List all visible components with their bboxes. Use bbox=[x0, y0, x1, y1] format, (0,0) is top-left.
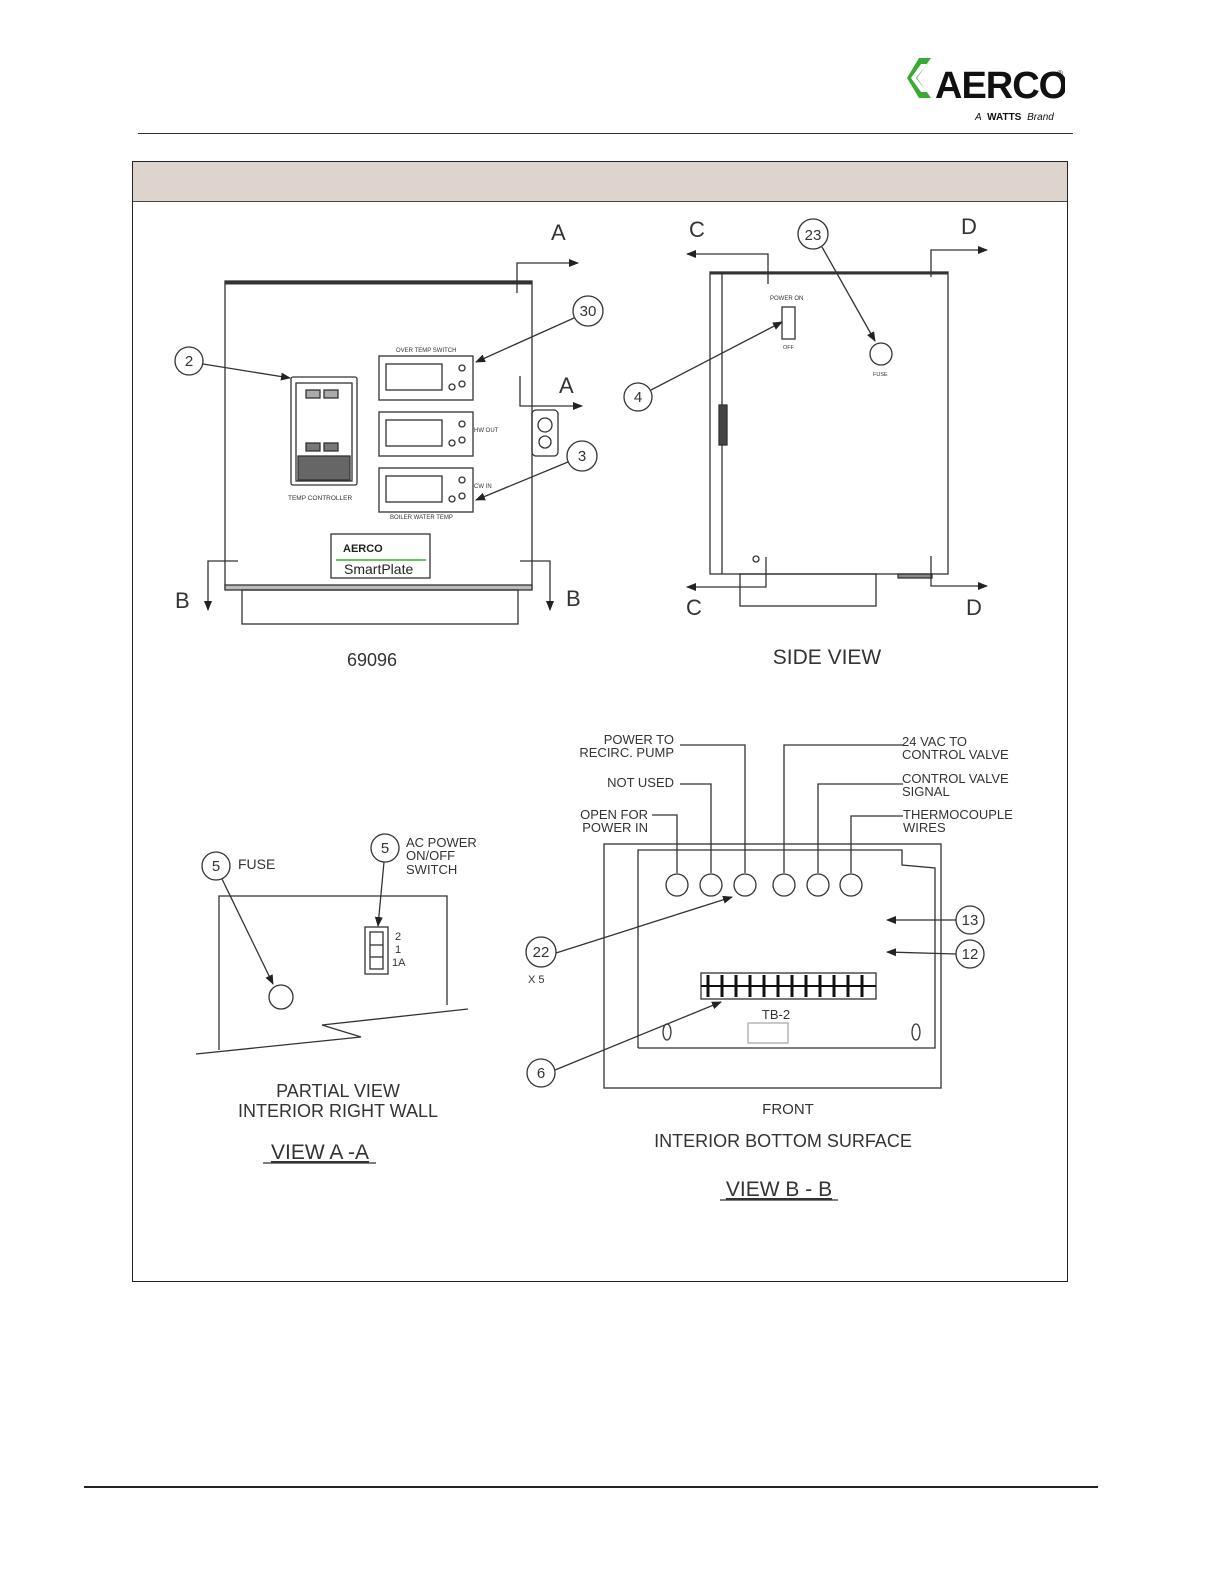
knockout-3 bbox=[733, 873, 757, 897]
switch-pos-2: 2 bbox=[395, 931, 401, 943]
callout-2: 2 bbox=[185, 353, 193, 370]
callout-5-fuse: 5 bbox=[212, 858, 220, 875]
figure-title-bar bbox=[133, 162, 1067, 202]
interior-wall-outline bbox=[218, 895, 448, 1050]
section-a-label-top: A bbox=[551, 220, 566, 245]
wall-fuse-label: FUSE bbox=[238, 856, 275, 872]
label-open-for-2: POWER IN bbox=[582, 820, 648, 835]
boiler-water-temp-label: BOILER WATER TEMP bbox=[390, 515, 453, 521]
callout-22: 22 bbox=[533, 944, 550, 961]
view-b-title: VIEW B - B bbox=[726, 1178, 832, 1201]
hw-out-label: HW OUT bbox=[474, 428, 499, 434]
view-a-caption-line-1: PARTIAL VIEW bbox=[276, 1081, 400, 1101]
view-a-title: VIEW A -A bbox=[271, 1141, 369, 1164]
callout-30: 30 bbox=[580, 303, 597, 320]
section-b-label-left: B bbox=[175, 588, 190, 613]
ac-power-switch bbox=[364, 926, 389, 975]
logo-brand: AERCO bbox=[935, 65, 1065, 107]
side-view-text: C D C D 23 4 POWER ON OFF FUSE SIDE VIEW bbox=[634, 214, 982, 669]
callout-4: 4 bbox=[634, 389, 642, 406]
callout-13: 13 bbox=[962, 912, 979, 929]
switch-label-line-3: SWITCH bbox=[406, 862, 457, 877]
svg-text:A WATTS Brand: A WATTS Brand bbox=[974, 112, 1054, 123]
switch-label-line-2: ON/OFF bbox=[406, 848, 455, 863]
wall-fuse bbox=[268, 984, 294, 1010]
smartplate-badge bbox=[330, 533, 431, 579]
switch-pos-1a: 1A bbox=[392, 957, 406, 969]
off-label: OFF bbox=[783, 345, 795, 351]
section-d-label-bottom: D bbox=[966, 595, 982, 620]
view-b-b bbox=[525, 744, 985, 1089]
logo-reg: ® bbox=[1057, 69, 1063, 78]
logo-tagline-a: A bbox=[974, 112, 982, 123]
aerco-logo-mark bbox=[907, 58, 931, 98]
logo-tagline-brand: Brand bbox=[1027, 112, 1054, 123]
knockout-5 bbox=[806, 873, 830, 897]
callout-23: 23 bbox=[805, 227, 822, 244]
view-a-a bbox=[195, 833, 469, 1055]
section-a-label-mid: A bbox=[559, 373, 574, 398]
logo-tagline-watts: WATTS bbox=[987, 112, 1022, 123]
side-fuse bbox=[869, 342, 893, 366]
knockout-4 bbox=[772, 873, 796, 897]
callout-5-switch: 5 bbox=[381, 840, 389, 857]
badge-product: SmartPlate bbox=[344, 561, 413, 577]
label-power-to-recirc-2: RECIRC. PUMP bbox=[579, 745, 674, 760]
callout-6: 6 bbox=[537, 1065, 545, 1082]
front-label: FRONT bbox=[762, 1101, 814, 1118]
figure-frame bbox=[132, 161, 1068, 1282]
side-fuse-label: FUSE bbox=[873, 372, 888, 378]
section-c-label-top: C bbox=[689, 217, 705, 242]
aerco-logo: AERCO ® A WATTS Brand bbox=[905, 54, 1068, 126]
side-view bbox=[623, 218, 988, 607]
hw-out-meter bbox=[378, 411, 474, 457]
view-a-caption-line-2: INTERIOR RIGHT WALL bbox=[238, 1101, 438, 1121]
section-d-label-top: D bbox=[961, 214, 977, 239]
knockout-1 bbox=[665, 873, 689, 897]
temp-controller-label: TEMP CONTROLLER bbox=[288, 495, 352, 502]
temp-controller bbox=[290, 376, 358, 486]
over-temp-switch bbox=[378, 355, 474, 401]
label-24vac-2: CONTROL VALVE bbox=[902, 747, 1009, 762]
label-thermocouple-1: THERMOCOUPLE bbox=[903, 807, 1013, 822]
front-view bbox=[174, 259, 604, 625]
view-b-b-text: POWER TO RECIRC. PUMP NOT USED OPEN FOR … bbox=[528, 732, 1013, 1201]
boiler-water-temp-meter bbox=[378, 467, 474, 513]
power-switch bbox=[781, 306, 796, 340]
side-enclosure bbox=[709, 271, 949, 575]
tb2-label: TB-2 bbox=[762, 1007, 790, 1022]
switch-label-line-1: AC POWER bbox=[406, 835, 477, 850]
qty-x5: X 5 bbox=[528, 974, 545, 986]
side-base bbox=[739, 573, 877, 607]
front-view-text: A A B B 2 30 3 OVER TEMP SWITCH HW OUT C… bbox=[175, 220, 596, 670]
front-base bbox=[241, 589, 519, 625]
label-thermocouple-2: WIRES bbox=[903, 820, 946, 835]
footer-rule bbox=[84, 1486, 1098, 1488]
label-power-to-recirc-1: POWER TO bbox=[604, 732, 674, 747]
label-open-for-1: OPEN FOR bbox=[580, 807, 648, 822]
bottom-outer bbox=[603, 843, 942, 1089]
label-24vac-1: 24 VAC TO bbox=[902, 734, 967, 749]
knockout-6 bbox=[839, 873, 863, 897]
label-cv-signal-1: CONTROL VALVE bbox=[902, 771, 1009, 786]
knockout-2 bbox=[699, 873, 723, 897]
side-view-caption: SIDE VIEW bbox=[773, 646, 882, 669]
section-b-label-right: B bbox=[566, 586, 581, 611]
surface-label: INTERIOR BOTTOM SURFACE bbox=[654, 1131, 912, 1151]
view-a-a-text: 5 FUSE 5 AC POWER ON/OFF SWITCH 2 1 1A P… bbox=[212, 835, 477, 1164]
over-temp-label: OVER TEMP SWITCH bbox=[396, 348, 456, 354]
bottom-inner bbox=[637, 849, 936, 1049]
cw-in-label: CW IN bbox=[474, 484, 492, 490]
callout-3: 3 bbox=[578, 448, 586, 465]
power-on-label: POWER ON bbox=[770, 296, 803, 302]
label-cv-signal-2: SIGNAL bbox=[902, 784, 950, 799]
front-view-caption: 69096 bbox=[347, 650, 397, 670]
section-c-label-bottom: C bbox=[686, 595, 702, 620]
header-rule bbox=[138, 133, 1073, 134]
callout-12: 12 bbox=[962, 946, 979, 963]
switch-pos-1: 1 bbox=[395, 944, 401, 956]
label-not-used: NOT USED bbox=[607, 775, 674, 790]
badge-brand: AERCO bbox=[343, 543, 383, 555]
